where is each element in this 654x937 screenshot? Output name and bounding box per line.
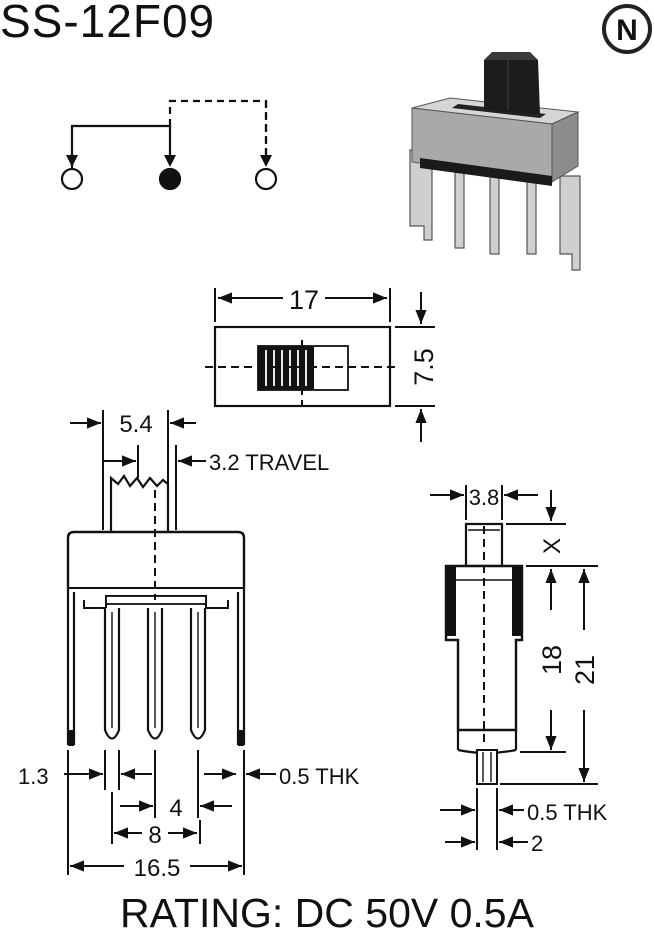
brand-logo: N bbox=[602, 4, 652, 54]
svg-text:X: X bbox=[539, 538, 566, 554]
svg-text:5.4: 5.4 bbox=[119, 411, 152, 438]
svg-text:N: N bbox=[616, 14, 638, 47]
svg-text:8: 8 bbox=[148, 822, 161, 849]
svg-text:3.2 TRAVEL: 3.2 TRAVEL bbox=[209, 450, 329, 475]
front-view-dimensions bbox=[64, 410, 276, 875]
part-number-title: SS-12F09 bbox=[0, 0, 216, 47]
rating-label: RATING: DC 50V 0.5A bbox=[120, 890, 534, 936]
switch-schematic bbox=[60, 99, 278, 191]
terminal-common bbox=[158, 167, 182, 191]
front-view bbox=[66, 474, 246, 746]
switch-3d-render bbox=[409, 52, 581, 271]
svg-text:0.5 THK: 0.5 THK bbox=[279, 764, 360, 789]
side-view bbox=[444, 522, 524, 785]
svg-text:16.5: 16.5 bbox=[134, 855, 181, 882]
svg-text:3.8: 3.8 bbox=[469, 485, 500, 510]
svg-text:7.5: 7.5 bbox=[409, 348, 439, 386]
front-view-labels: 5.4 3.2 TRAVEL 1.3 0.5 THK 4 8 16.5 bbox=[18, 411, 360, 882]
side-view-labels: 3.8 X 18 21 0.5 THK 2 bbox=[469, 485, 608, 856]
svg-text:17: 17 bbox=[289, 285, 319, 315]
terminal-left bbox=[60, 167, 84, 191]
svg-text:2: 2 bbox=[531, 831, 543, 856]
svg-text:1.3: 1.3 bbox=[18, 764, 49, 789]
terminal-right bbox=[254, 167, 278, 191]
svg-text:18: 18 bbox=[537, 645, 567, 675]
side-view-dimensions bbox=[430, 485, 598, 850]
svg-text:0.5 THK: 0.5 THK bbox=[527, 800, 608, 825]
svg-text:21: 21 bbox=[570, 655, 600, 685]
svg-text:4: 4 bbox=[169, 795, 182, 822]
top-view: 17 7.5 bbox=[205, 285, 439, 442]
